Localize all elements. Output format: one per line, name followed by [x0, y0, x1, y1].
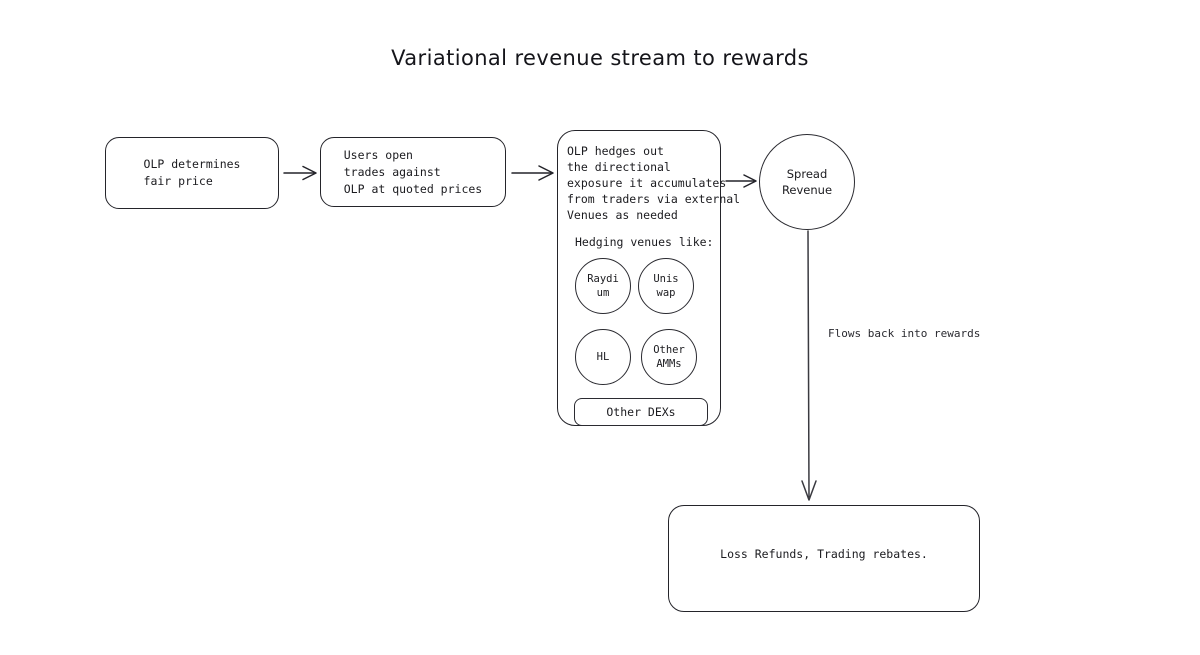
node-label: Users open trades against OLP at quoted …	[343, 147, 483, 196]
node-label: Loss Refunds, Trading rebates.	[720, 547, 928, 561]
node-olp-determines-fair-price[interactable]: OLP determines fair price	[105, 137, 279, 209]
venue-label: Raydi um	[587, 273, 619, 299]
node-users-open-trades[interactable]: Users open trades against OLP at quoted …	[320, 137, 506, 207]
edge-fair-price-to-users	[283, 165, 317, 181]
venue-label: HL	[596, 351, 610, 363]
venue-label: Other DEXs	[606, 404, 676, 419]
node-label: OLP determines fair price	[143, 157, 241, 188]
venue-uniswap[interactable]: Unis wap	[638, 258, 694, 314]
node-label: Spread Revenue	[781, 167, 833, 197]
hedging-description: OLP hedges out the directional exposure …	[567, 144, 741, 222]
edge-label-flows-back-into-rewards: Flows back into rewards	[828, 327, 981, 340]
venue-other-amms[interactable]: Other AMMs	[641, 329, 697, 385]
node-hedging-container[interactable]: OLP hedges out the directional exposure …	[557, 130, 740, 426]
hedging-venues-heading: Hedging venues like:	[575, 235, 714, 249]
venue-hl[interactable]: HL	[575, 329, 631, 385]
node-spread-revenue[interactable]: Spread Revenue	[759, 134, 855, 230]
venue-raydium[interactable]: Raydi um	[575, 258, 631, 314]
venue-label: Unis wap	[653, 273, 679, 299]
page-title: Variational revenue stream to rewards	[391, 46, 809, 70]
edge-spread-revenue-to-rewards	[801, 230, 817, 501]
venue-other-dexs[interactable]: Other DEXs	[574, 398, 708, 426]
edge-users-to-hedging	[511, 165, 554, 181]
node-loss-refunds-trading-rebates[interactable]: Loss Refunds, Trading rebates.	[668, 505, 980, 612]
venue-label: Other AMMs	[653, 344, 685, 370]
